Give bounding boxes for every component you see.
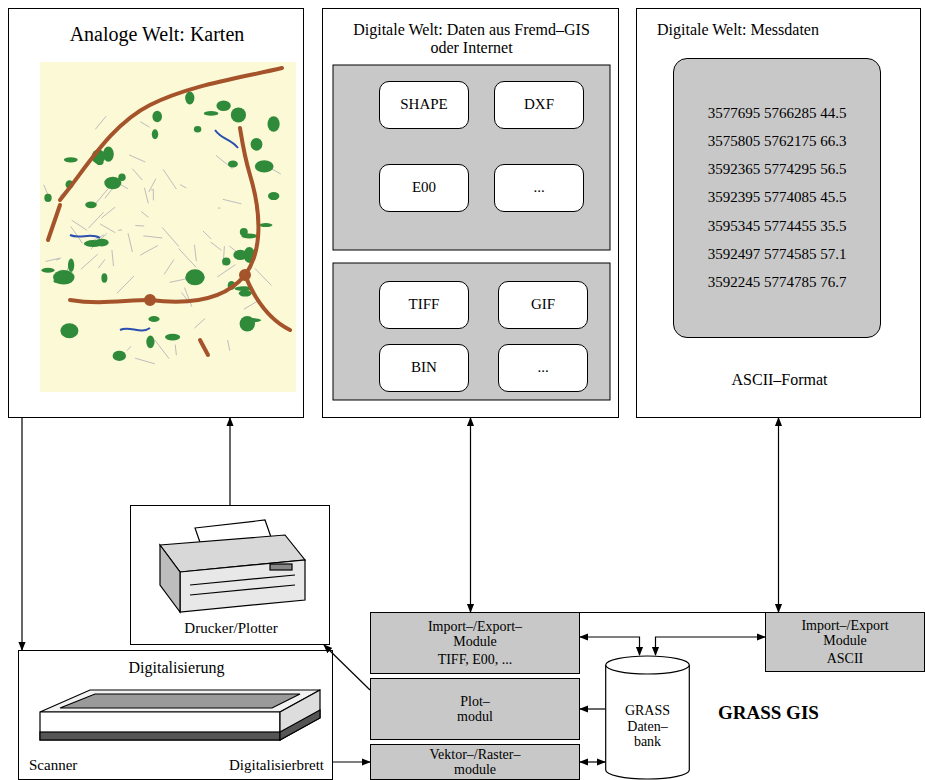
map-river <box>70 130 238 331</box>
region-line <box>580 612 765 613</box>
format-box: TIFF <box>379 281 469 329</box>
section-box: Drucker/Plotter <box>130 505 330 645</box>
module-box: Import–/Export ModuleASCII <box>765 612 925 672</box>
map-ground <box>40 62 296 392</box>
format-box: ... <box>494 164 584 212</box>
node-title: Digitalisierung <box>19 659 334 677</box>
connector-arrow <box>580 761 605 762</box>
module-box: Plot– modul <box>370 678 580 740</box>
connector-arrow <box>580 637 640 655</box>
node-text: ASCII–Format <box>637 371 922 389</box>
connector-arrow <box>333 761 370 762</box>
connector-arrow <box>324 645 370 690</box>
node-text: 3592497 5774585 57.1 <box>708 246 847 263</box>
node-title: Drucker/Plotter <box>131 620 331 637</box>
node-title: DXF <box>524 96 554 113</box>
node-title: TIFF <box>409 296 440 313</box>
format-panel <box>333 65 610 250</box>
connector-arrow <box>580 708 605 709</box>
node-title: Vektor–/Raster– module <box>419 747 531 778</box>
node-text: Scanner <box>29 757 139 774</box>
node-title: ... <box>533 179 544 196</box>
data-panel: 3577695 5766285 44.5 3575805 5762175 66.3… <box>673 58 881 338</box>
format-box: GIF <box>498 281 588 329</box>
connector-arrow <box>778 418 779 612</box>
connector-arrow <box>229 418 230 505</box>
node-title: ... <box>537 359 548 376</box>
node-text: Digitalisierbrett <box>169 757 324 774</box>
format-box: BIN <box>379 344 469 392</box>
node-title: Digitale Welt: Daten aus Fremd–GIS oder … <box>343 21 600 58</box>
format-box: E00 <box>379 164 469 212</box>
format-box: ... <box>498 344 588 392</box>
format-box: DXF <box>494 81 584 129</box>
section-box: Digitale Welt: MessdatenASCII–Format 3577… <box>636 8 921 418</box>
section-box: DigitalisierungScanner Digitalisierbrett <box>18 650 333 780</box>
node-text: 3592365 5774295 56.5 <box>708 161 847 178</box>
module-box: Vektor–/Raster– module <box>370 744 580 780</box>
node-title: Digitale Welt: Messdaten <box>657 21 907 39</box>
node-title: Analoge Welt: Karten <box>9 23 305 46</box>
node-title: E00 <box>412 179 436 196</box>
format-panel <box>333 263 610 400</box>
map-highway <box>48 68 290 355</box>
scanner-symbol <box>40 690 320 740</box>
connector-arrow <box>470 418 471 612</box>
connector-arrow <box>656 637 766 655</box>
module-box: Import–/Export– ModuleTIFF, E00, ... <box>370 612 580 674</box>
node-text: 3592395 5774085 45.5 <box>708 189 847 206</box>
section-box: Digitale Welt: Daten aus Fremd–GIS oder … <box>322 8 619 418</box>
system-label: GRASS GIS <box>718 702 819 724</box>
connector-arrow <box>21 418 22 650</box>
printer-symbol <box>160 520 305 612</box>
node-title: Import–/Export– Module <box>419 619 531 650</box>
node-title: 3577695 5766285 44.5 <box>708 105 847 122</box>
map-detail <box>42 92 281 364</box>
node-text: ASCII <box>827 651 864 666</box>
node-title: SHAPE <box>400 96 448 113</box>
node-text: 3595345 5774455 35.5 <box>708 218 847 235</box>
node-title: GIF <box>531 296 555 313</box>
section-box: Analoge Welt: Karten <box>8 8 304 418</box>
node-title: BIN <box>411 359 437 376</box>
node-text: TIFF, E00, ... <box>438 652 513 667</box>
database-cylinder: GRASS Daten– bank <box>605 655 690 780</box>
node-title: Import–/Export Module <box>789 618 901 649</box>
node-text: 3592245 5774785 76.7 <box>708 274 847 291</box>
node-title: Plot– modul <box>445 694 505 725</box>
format-box: SHAPE <box>379 81 469 129</box>
node-text: 3575805 5762175 66.3 <box>708 133 847 150</box>
node-title: GRASS Daten– bank <box>618 703 678 749</box>
